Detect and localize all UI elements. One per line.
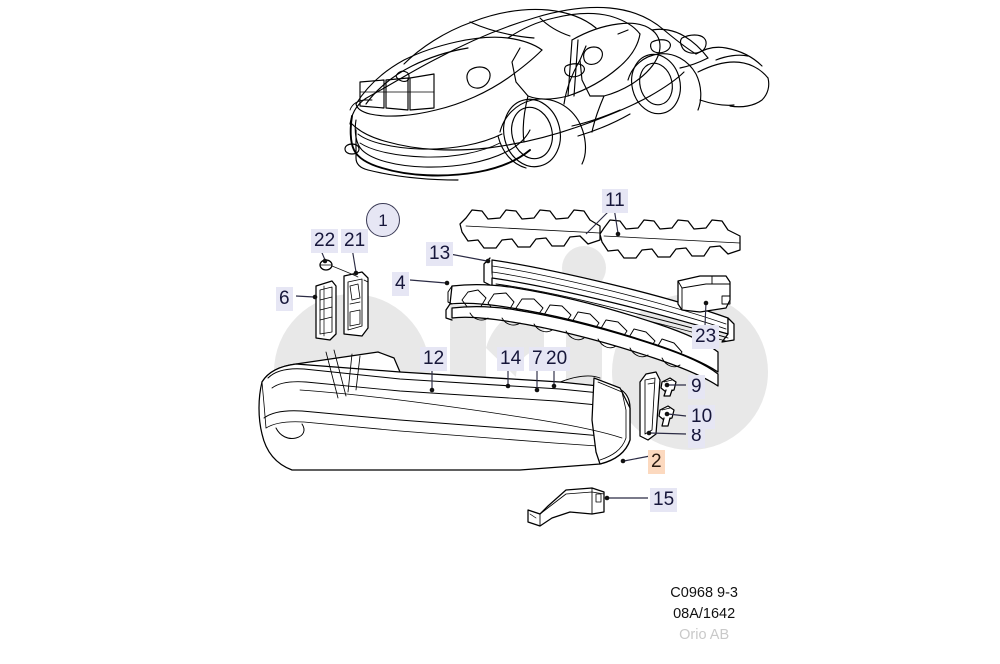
footer: C0968 9-3 08A/1642 Orio AB <box>670 583 738 646</box>
callout-11[interactable]: 11 <box>602 189 628 213</box>
part-11-impact-absorber-left <box>459 209 601 249</box>
callout-4[interactable]: 4 <box>392 272 409 296</box>
callout-12[interactable]: 12 <box>420 347 448 371</box>
callout-22[interactable]: 22 <box>311 229 339 253</box>
part-15-lower-support-bracket <box>527 487 605 527</box>
callout-6[interactable]: 6 <box>276 287 293 311</box>
callout-21[interactable]: 21 <box>341 229 369 253</box>
plate-number: 08A/1642 <box>673 605 736 622</box>
part-11-impact-absorber-right <box>599 219 741 259</box>
callout-14[interactable]: 14 <box>497 347 525 371</box>
callout-13[interactable]: 13 <box>426 242 454 266</box>
callout-9[interactable]: 9 <box>688 375 705 399</box>
callout-10[interactable]: 10 <box>688 405 716 429</box>
publisher: Orio AB <box>679 626 730 643</box>
callout-15[interactable]: 15 <box>650 488 678 512</box>
catalog-code: C0968 9-3 <box>670 584 738 601</box>
callout-1[interactable]: 1 <box>366 203 400 237</box>
callout-23[interactable]: 23 <box>692 325 720 349</box>
callout-2[interactable]: 2 <box>648 450 665 474</box>
callout-20[interactable]: 20 <box>543 347 571 371</box>
